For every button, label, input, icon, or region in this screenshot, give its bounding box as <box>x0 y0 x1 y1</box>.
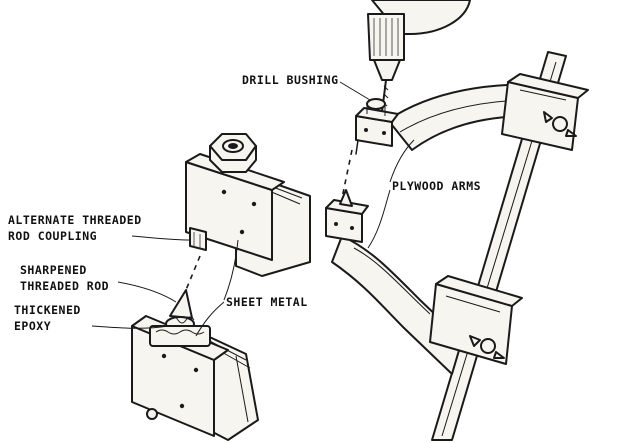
upper-clamp-block <box>501 73 589 151</box>
label-alternate-line1: ALTERNATE THREADED <box>8 213 142 227</box>
label-plywood-arms: PLYWOOD ARMS <box>392 179 481 193</box>
label-sheet-metal: SHEET METAL <box>226 295 308 309</box>
lower-clamp-block <box>429 275 523 365</box>
label-thickened-line2: EPOXY <box>14 319 51 333</box>
hex-coupling <box>209 133 257 173</box>
drill-bushing-block <box>355 98 399 155</box>
label-drill-bushing: DRILL BUSHING <box>242 73 339 87</box>
label-sharpened-rod-group: SHARPENED THREADED ROD <box>20 263 177 303</box>
alignment-line-right <box>341 149 353 199</box>
sharpened-threaded-rod <box>149 289 211 347</box>
label-thickened-line1: THICKENED <box>14 303 81 317</box>
label-drill-bushing-group: DRILL BUSHING <box>242 73 371 101</box>
alignment-line-left <box>185 255 201 291</box>
lower-coupling <box>189 227 207 251</box>
drill-chuck <box>367 0 471 113</box>
label-sheet-metal-group: SHEET METAL <box>195 239 308 337</box>
label-sharpened-line2: THREADED ROD <box>20 279 109 293</box>
label-alternate-line2: ROD COUPLING <box>8 229 97 243</box>
label-thickened-epoxy-group: THICKENED EPOXY <box>14 303 169 333</box>
label-alternate-coupling-group: ALTERNATE THREADED ROD COUPLING <box>8 213 191 243</box>
label-plywood-arms-group: PLYWOOD ARMS <box>367 139 481 249</box>
label-sharpened-line1: SHARPENED <box>20 263 87 277</box>
lower-point-block <box>325 189 369 243</box>
